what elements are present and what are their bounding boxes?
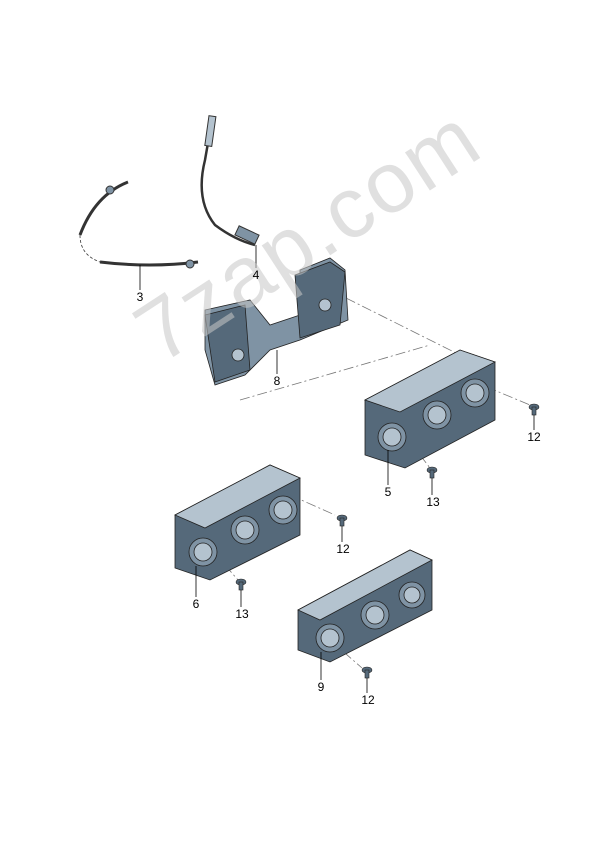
screws [235, 403, 540, 679]
screw-13-b [235, 578, 247, 591]
callout-9: 9 [317, 680, 325, 694]
bracket-8 [204, 257, 349, 386]
cable-3 [78, 180, 199, 269]
control-unit-5 [363, 349, 497, 469]
callout-8: 8 [273, 374, 281, 388]
screw-13-a [426, 466, 438, 479]
control-unit-9 [297, 549, 433, 663]
screw-12-b [336, 514, 348, 527]
callout-12: 12 [361, 693, 375, 707]
callout-12: 12 [527, 430, 541, 444]
screw-12-c [361, 666, 373, 679]
callout-13: 13 [235, 607, 249, 621]
callout-3: 3 [136, 290, 144, 304]
control-unit-6 [174, 464, 301, 581]
callout-13: 13 [426, 495, 440, 509]
callout-4: 4 [252, 268, 260, 282]
callout-lines [139, 245, 535, 693]
cable-4 [200, 115, 260, 247]
callout-5: 5 [384, 485, 392, 499]
screw-12-a [528, 403, 540, 416]
callout-12: 12 [336, 542, 350, 556]
callout-6: 6 [192, 597, 200, 611]
